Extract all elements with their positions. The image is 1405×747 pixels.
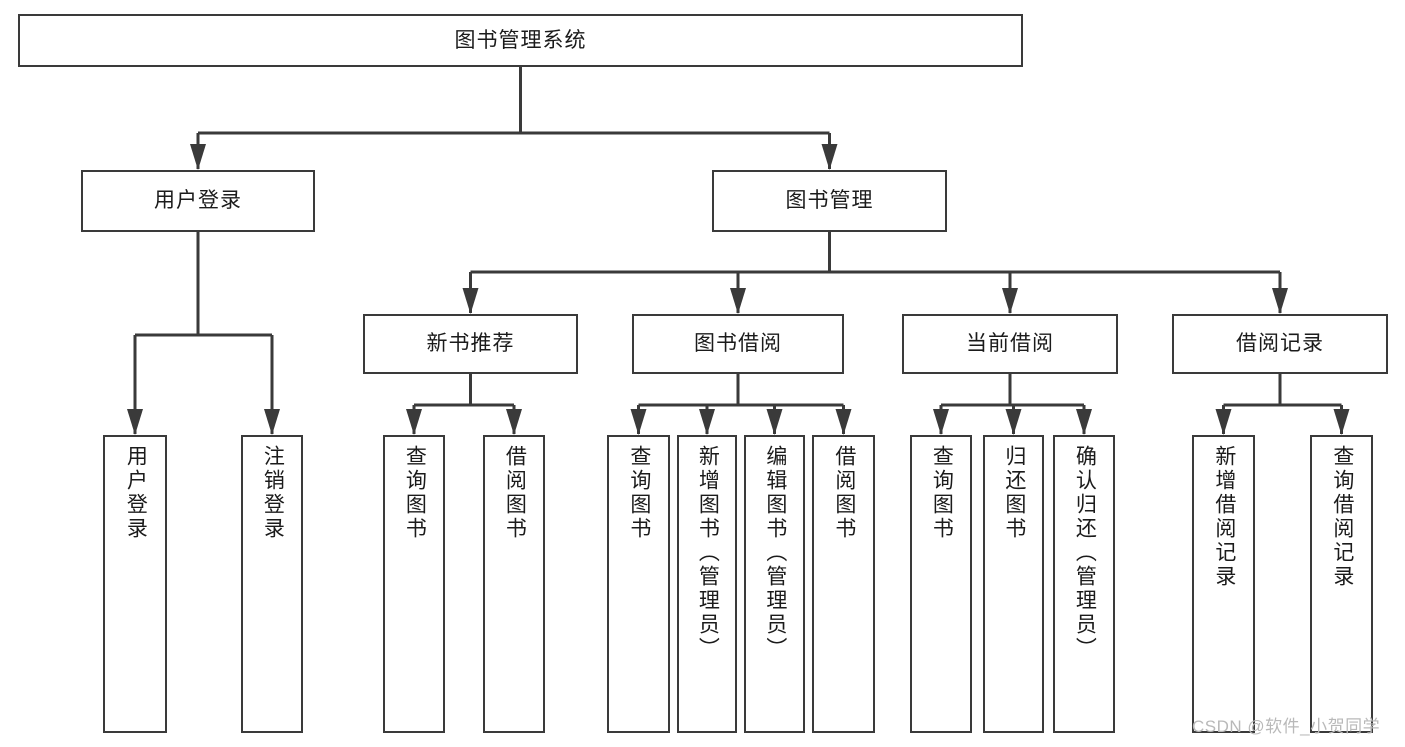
arrowhead-icon-l-cb-confirm [1076, 409, 1092, 435]
node-l-bw-lend[interactable]: 借阅图书 [812, 435, 875, 733]
node-l-rc-add[interactable]: 新增借阅记录 [1192, 435, 1255, 733]
arrowhead-icon-l-bw-lend [835, 409, 852, 435]
node-label-l-rc-add: 新增借阅记录 [1212, 445, 1236, 589]
arrowhead-icon-bookmgmt [821, 144, 838, 170]
arrowhead-icon-l-bw-query [630, 409, 647, 435]
node-l-login[interactable]: 用户登录 [103, 435, 167, 733]
node-label-l-bw-query: 查询图书 [627, 445, 651, 541]
node-l-cb-query[interactable]: 查询图书 [910, 435, 972, 733]
node-l-bw-edit[interactable]: 编辑图书（管理员） [744, 435, 805, 733]
node-bookmgmt[interactable]: 图书管理 [712, 170, 947, 232]
arrowhead-icon-l-cb-return [1005, 409, 1022, 435]
watermark-text: CSDN @软件_小贺同学 [1192, 717, 1381, 736]
node-label-l-logout: 注销登录 [261, 445, 285, 541]
node-label-borrow: 图书借阅 [694, 332, 782, 356]
node-records[interactable]: 借阅记录 [1172, 314, 1388, 374]
node-root[interactable]: 图书管理系统 [18, 14, 1023, 67]
node-label-newbook: 新书推荐 [426, 332, 515, 356]
arrowhead-icon-l-cb-query [933, 409, 949, 435]
node-label-l-cb-return: 归还图书 [1002, 445, 1026, 541]
arrowhead-icon-current [1002, 288, 1018, 314]
arrowhead-icon-l-bw-add [699, 409, 715, 435]
arrowhead-icon-l-login [127, 409, 143, 435]
arrowhead-icon-l-bw-edit [766, 409, 783, 435]
node-newbook[interactable]: 新书推荐 [363, 314, 578, 374]
node-label-l-rc-query: 查询借阅记录 [1330, 445, 1354, 589]
node-login[interactable]: 用户登录 [81, 170, 315, 232]
node-label-l-bw-add: 新增图书（管理员） [696, 445, 720, 661]
node-label-root: 图书管理系统 [454, 28, 587, 52]
arrowhead-icon-newbook [462, 288, 479, 314]
arrowhead-icon-l-nb-query [406, 409, 422, 435]
node-l-bw-add[interactable]: 新增图书（管理员） [677, 435, 737, 733]
node-label-l-nb-query: 查询图书 [403, 445, 427, 541]
arrowhead-icon-l-rc-add [1215, 409, 1232, 435]
node-label-l-bw-edit: 编辑图书（管理员） [763, 445, 787, 661]
node-l-cb-confirm[interactable]: 确认归还（管理员） [1053, 435, 1115, 733]
node-label-bookmgmt: 图书管理 [785, 189, 874, 213]
node-label-login: 用户登录 [154, 189, 242, 213]
arrowhead-icon-borrow [730, 288, 746, 314]
node-label-l-login: 用户登录 [124, 445, 148, 541]
node-label-l-cb-query: 查询图书 [930, 445, 954, 541]
node-label-records: 借阅记录 [1236, 332, 1324, 356]
node-label-l-cb-confirm: 确认归还（管理员） [1073, 445, 1097, 661]
node-label-l-nb-borrow: 借阅图书 [503, 445, 527, 541]
node-l-rc-query[interactable]: 查询借阅记录 [1310, 435, 1373, 733]
arrowhead-icon-records [1272, 288, 1288, 314]
arrowhead-icon-l-logout [264, 409, 280, 435]
node-l-nb-query[interactable]: 查询图书 [383, 435, 445, 733]
node-l-logout[interactable]: 注销登录 [241, 435, 303, 733]
node-current[interactable]: 当前借阅 [902, 314, 1118, 374]
node-borrow[interactable]: 图书借阅 [632, 314, 844, 374]
node-l-nb-borrow[interactable]: 借阅图书 [483, 435, 545, 733]
node-label-l-bw-lend: 借阅图书 [832, 445, 856, 541]
arrowhead-icon-l-rc-query [1333, 409, 1350, 435]
node-l-bw-query[interactable]: 查询图书 [607, 435, 670, 733]
arrowhead-icon-login [190, 144, 206, 170]
node-l-cb-return[interactable]: 归还图书 [983, 435, 1044, 733]
arrowhead-icon-l-nb-borrow [506, 409, 522, 435]
node-label-current: 当前借阅 [966, 332, 1054, 356]
